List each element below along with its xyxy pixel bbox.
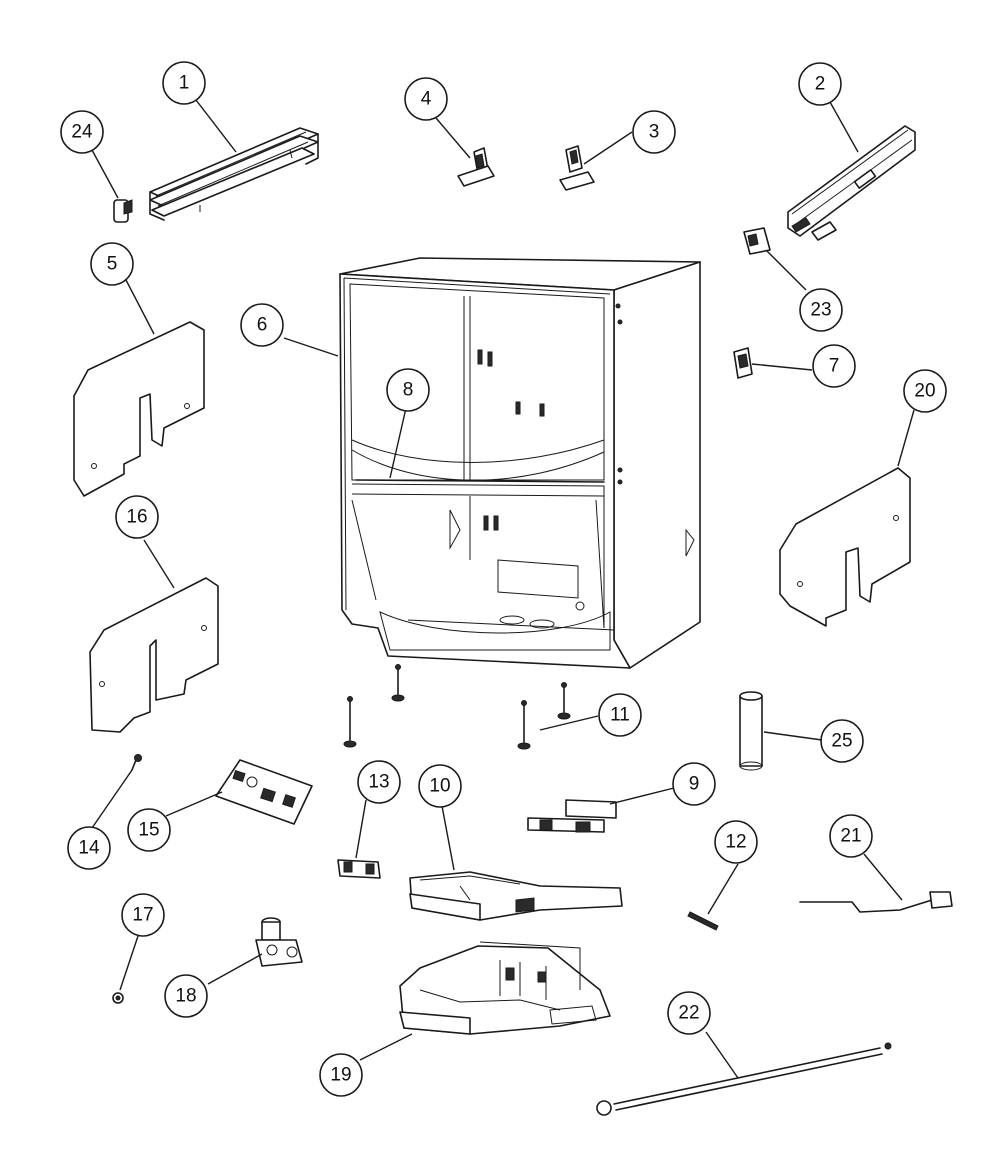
callout-16: 16 xyxy=(115,495,159,539)
svg-text:9: 9 xyxy=(689,774,700,795)
svg-text:23: 23 xyxy=(810,300,831,321)
part-17-nut xyxy=(112,992,124,1004)
leader-lines xyxy=(91,99,915,1079)
svg-text:3: 3 xyxy=(649,122,660,143)
callout-19: 19 xyxy=(319,1053,363,1097)
svg-text:10: 10 xyxy=(429,776,450,797)
svg-text:16: 16 xyxy=(126,507,147,528)
svg-text:6: 6 xyxy=(257,315,268,336)
part-2-rail xyxy=(787,125,916,241)
svg-text:19: 19 xyxy=(330,1065,351,1086)
svg-text:4: 4 xyxy=(421,89,432,110)
callout-13: 13 xyxy=(357,760,401,804)
part-15-board xyxy=(215,759,313,825)
part-23-clip xyxy=(743,227,771,255)
callout-6: 6 xyxy=(240,303,284,347)
part-13-latch xyxy=(337,859,381,879)
part-9-connector xyxy=(527,799,617,833)
callout-2: 2 xyxy=(798,62,842,106)
part-4-bracket xyxy=(457,147,495,187)
callout-23: 23 xyxy=(799,288,843,332)
svg-text:13: 13 xyxy=(368,772,389,793)
callout-1: 1 xyxy=(162,61,206,105)
part-14-screw xyxy=(131,754,142,771)
callout-9: 9 xyxy=(672,762,716,806)
part-5-panel xyxy=(73,321,205,497)
svg-text:18: 18 xyxy=(175,986,196,1007)
svg-text:1: 1 xyxy=(179,73,190,94)
part-1-rail xyxy=(149,127,319,221)
svg-text:21: 21 xyxy=(840,826,861,847)
part-8-strip xyxy=(355,479,605,483)
callout-5: 5 xyxy=(90,242,134,286)
svg-text:8: 8 xyxy=(403,380,414,401)
part-24-clip xyxy=(113,199,133,223)
svg-text:24: 24 xyxy=(71,122,93,143)
callout-25: 25 xyxy=(820,719,864,763)
callout-11: 11 xyxy=(598,693,642,737)
svg-text:17: 17 xyxy=(132,905,153,926)
part-21-wire xyxy=(799,891,953,913)
callout-17: 17 xyxy=(121,893,165,937)
callout-21: 21 xyxy=(829,814,873,858)
part-20-panel xyxy=(779,467,911,627)
svg-text:22: 22 xyxy=(678,1003,699,1024)
callout-7: 7 xyxy=(812,344,856,388)
svg-text:12: 12 xyxy=(725,832,746,853)
part-7-clip xyxy=(733,347,753,379)
svg-text:15: 15 xyxy=(138,820,159,841)
svg-text:20: 20 xyxy=(914,381,935,402)
callout-15: 15 xyxy=(127,808,171,852)
svg-text:11: 11 xyxy=(610,705,630,726)
callouts: 1 2 3 4 5 6 7 8 9 10 11 12 13 14 15 16 1… xyxy=(60,61,947,1097)
callout-22: 22 xyxy=(667,991,711,1035)
svg-text:7: 7 xyxy=(829,356,840,377)
callout-3: 3 xyxy=(632,110,676,154)
callout-20: 20 xyxy=(903,369,947,413)
callout-12: 12 xyxy=(714,820,758,864)
part-11-legs xyxy=(343,664,571,750)
part-25-tube xyxy=(739,691,763,771)
part-19-base xyxy=(399,941,611,1035)
part-16-panel xyxy=(89,577,219,733)
callout-18: 18 xyxy=(164,974,208,1018)
svg-text:2: 2 xyxy=(815,74,826,95)
part-12-clip xyxy=(687,911,719,931)
part-10-spray-arm xyxy=(409,871,623,921)
svg-text:25: 25 xyxy=(831,731,852,752)
callout-10: 10 xyxy=(418,764,462,808)
callout-4: 4 xyxy=(404,77,448,121)
callout-14: 14 xyxy=(67,826,111,870)
svg-text:14: 14 xyxy=(78,838,100,859)
callout-24: 24 xyxy=(60,110,104,154)
svg-text:5: 5 xyxy=(107,254,118,275)
callout-8: 8 xyxy=(386,368,430,412)
part-18-valve xyxy=(255,917,303,967)
part-22-rod xyxy=(596,1042,892,1116)
part-3-bracket xyxy=(559,145,595,191)
